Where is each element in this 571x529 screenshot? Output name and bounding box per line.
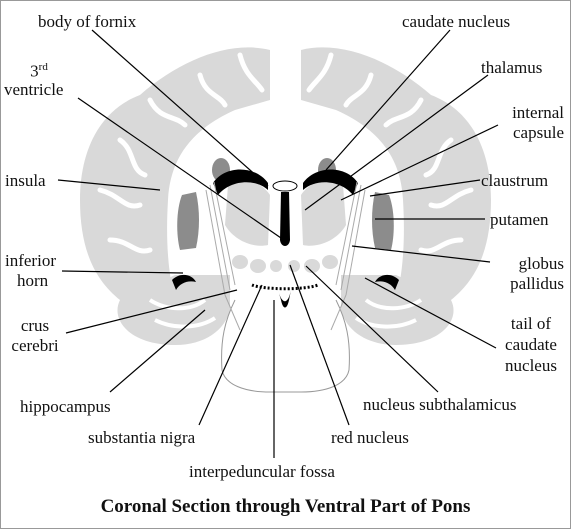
- right-inferior-horn: [375, 274, 399, 290]
- internal-capsule-fibers: [205, 181, 366, 331]
- label-tail-caudate-line2: caudate: [505, 335, 557, 354]
- label-internal-capsule-line1: internal: [512, 103, 564, 122]
- temporal-lobes: [117, 275, 454, 345]
- label-body-of-fornix: body of fornix: [38, 12, 137, 31]
- left-thalamus: [225, 179, 270, 246]
- label-thalamus: thalamus: [481, 58, 543, 77]
- left-putamen: [177, 192, 199, 250]
- left-lateral-ventricle: [213, 169, 268, 195]
- label-internal-capsule-line2: capsule: [513, 123, 564, 142]
- label-inferior-horn-line2: horn: [17, 271, 49, 290]
- body-of-fornix: [272, 180, 298, 192]
- label-claustrum: claustrum: [481, 171, 549, 190]
- right-thalamus: [301, 179, 346, 246]
- label-tail-caudate-line3: nucleus: [505, 356, 557, 375]
- label-interpeduncular-fossa: interpeduncular fossa: [189, 462, 335, 481]
- label-crus-cerebri-line1: crus: [20, 316, 50, 335]
- label-nucleus-subthalamicus: nucleus subthalamicus: [363, 395, 517, 414]
- label-crus-cerebri-line2: cerebri: [11, 336, 59, 355]
- label-red-nucleus: red nucleus: [331, 428, 409, 447]
- right-lateral-ventricle: [303, 169, 358, 195]
- diagram-title: Coronal Section through Ventral Part of …: [100, 496, 471, 517]
- subthalamic-nuclei-row: [232, 255, 338, 273]
- pons-outline: [221, 299, 350, 393]
- label-caudate-nucleus: caudate nucleus: [402, 12, 511, 31]
- label-globus-pallidus-line1: globus: [518, 254, 564, 273]
- right-putamen: [372, 192, 394, 250]
- label-globus-pallidus-line2: pallidus: [510, 274, 564, 293]
- label-third-ventricle-word: ventricle: [4, 80, 64, 99]
- third-ventricle-number: 3: [30, 61, 39, 81]
- leader-lines: [57, 29, 499, 458]
- left-inferior-horn: [172, 274, 196, 290]
- substantia-nigra: [251, 283, 319, 291]
- label-third-ventricle: 3rd: [14, 58, 64, 81]
- third-ventricle-suffix: rd: [38, 61, 48, 73]
- label-putamen: putamen: [490, 210, 549, 229]
- interpeduncular-fossa: [278, 290, 291, 308]
- label-inferior-horn-line1: inferior: [5, 251, 56, 270]
- third-ventricle: [280, 192, 290, 246]
- label-insula: insula: [5, 171, 46, 190]
- cerebral-cortex: [80, 45, 491, 301]
- label-hippocampus: hippocampus: [20, 397, 111, 416]
- label-substantia-nigra: substantia nigra: [88, 428, 196, 447]
- label-tail-caudate-line1: tail of: [510, 314, 552, 333]
